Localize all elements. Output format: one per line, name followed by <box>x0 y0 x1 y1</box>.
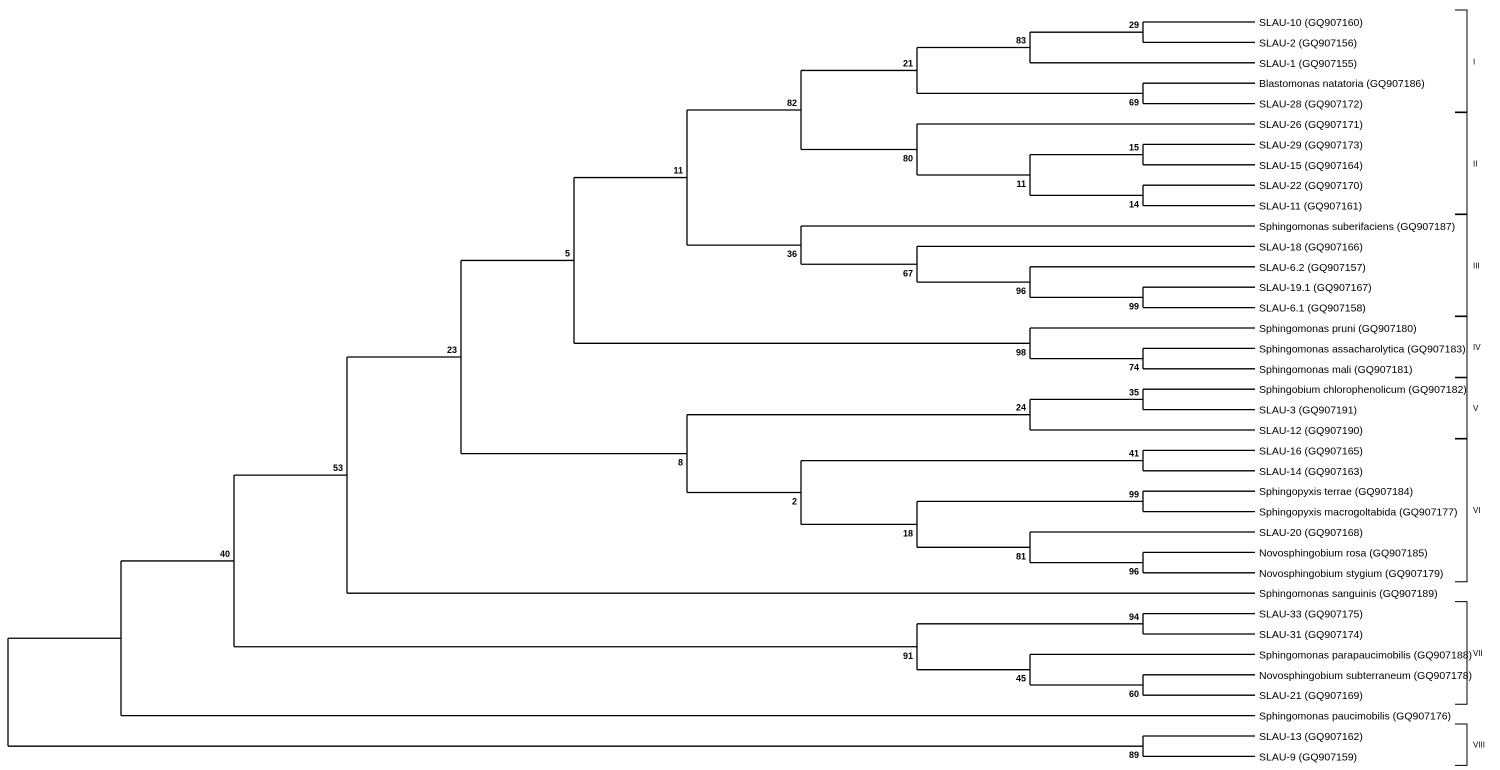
leaf-label: Sphingomonas parapaucimobilis (GQ907188) <box>1259 649 1472 661</box>
leaf-label: Sphingobium chlorophenolicum (GQ907182) <box>1259 384 1467 396</box>
bootstrap-label: 60 <box>1129 689 1139 699</box>
leaf-label: SLAU-14 (GQ907163) <box>1259 466 1363 478</box>
leaf-label: Sphingopyxis terrae (GQ907184) <box>1259 486 1413 498</box>
clade-bracket <box>1455 111 1468 216</box>
leaf-label: SLAU-18 (GQ907166) <box>1259 241 1363 253</box>
bootstrap-label: 15 <box>1129 143 1139 153</box>
leaf-label: SLAU-9 (GQ907159) <box>1259 751 1357 763</box>
leaf-label: SLAU-16 (GQ907165) <box>1259 445 1363 457</box>
leaf-label: SLAU-6.2 (GQ907157) <box>1259 262 1366 274</box>
clade-bracket <box>1455 315 1468 379</box>
clade-bracket <box>1455 723 1468 766</box>
leaf-label: Novosphingobium rosa (GQ907185) <box>1259 547 1428 559</box>
clade-label: IV <box>1473 343 1481 352</box>
bootstrap-label: 29 <box>1129 20 1139 30</box>
leaf-label: SLAU-2 (GQ907156) <box>1259 37 1357 49</box>
leaf-label: SLAU-15 (GQ907164) <box>1259 160 1363 172</box>
bootstrap-label: 98 <box>1016 347 1026 357</box>
leaf-label: SLAU-33 (GQ907175) <box>1259 609 1363 621</box>
leaf-label: Sphingomonas assacharolytica (GQ907183) <box>1259 343 1466 355</box>
leaf-label: SLAU-21 (GQ907169) <box>1259 690 1363 702</box>
leaf-label: Sphingomonas paucimobilis (GQ907176) <box>1259 711 1451 723</box>
leaf-label: SLAU-3 (GQ907191) <box>1259 405 1357 417</box>
bootstrap-label: 99 <box>1129 301 1139 311</box>
leaf-label: SLAU-28 (GQ907172) <box>1259 99 1363 111</box>
bootstrap-label: 41 <box>1129 449 1139 459</box>
clade-label: I <box>1473 57 1475 66</box>
bootstrap-label: 96 <box>1129 567 1139 577</box>
bootstrap-label: 24 <box>1016 403 1026 413</box>
leaf-label: SLAU-29 (GQ907173) <box>1259 139 1363 151</box>
leaf-label: SLAU-26 (GQ907171) <box>1259 119 1363 131</box>
leaf-label: SLAU-1 (GQ907155) <box>1259 58 1357 70</box>
leaf-label: SLAU-11 (GQ907161) <box>1259 201 1362 213</box>
bootstrap-label: 21 <box>903 58 913 68</box>
clade-label: III <box>1473 261 1480 270</box>
bootstrap-label: 45 <box>1016 674 1026 684</box>
bootstrap-label: 82 <box>787 98 797 108</box>
leaf-label: Novosphingobium subterraneum (GQ907178) <box>1259 670 1472 682</box>
clade-bracket <box>1455 376 1468 440</box>
clade-label: II <box>1473 159 1477 168</box>
clade-bracket <box>1455 213 1468 318</box>
leaf-label: Sphingomonas pruni (GQ907180) <box>1259 323 1417 335</box>
clade-label: VII <box>1473 649 1483 658</box>
leaf-label: SLAU-19.1 (GQ907167) <box>1259 282 1372 294</box>
bootstrap-label: 23 <box>447 345 457 355</box>
leaf-label: SLAU-22 (GQ907170) <box>1259 180 1363 192</box>
bootstrap-label: 40 <box>220 549 230 559</box>
leaf-label: Sphingomonas mali (GQ907181) <box>1259 364 1413 376</box>
bootstrap-label: 35 <box>1129 387 1139 397</box>
bootstrap-label: 80 <box>903 154 913 164</box>
bootstrap-label: 94 <box>1129 612 1139 622</box>
leaf-label: Sphingomonas sanguinis (GQ907189) <box>1259 588 1438 600</box>
clade-bracket <box>1455 9 1468 114</box>
bootstrap-label: 11 <box>1016 179 1026 189</box>
bootstrap-label: 81 <box>1016 551 1026 561</box>
bootstrap-label: 5 <box>565 248 570 258</box>
bootstrap-label: 2 <box>792 496 797 506</box>
bootstrap-label: 8 <box>678 458 683 468</box>
leaf-label: SLAU-31 (GQ907174) <box>1259 629 1363 641</box>
bootstrap-label: 11 <box>673 166 683 176</box>
leaf-label: SLAU-12 (GQ907190) <box>1259 425 1363 437</box>
bootstrap-label: 96 <box>1016 286 1026 296</box>
bootstrap-label: 67 <box>903 268 913 278</box>
leaf-label: Blastomonas natatoria (GQ907186) <box>1259 78 1425 90</box>
bootstrap-label: 18 <box>903 528 913 538</box>
leaf-label: Sphingomonas suberifaciens (GQ907187) <box>1259 221 1455 233</box>
bootstrap-label: 99 <box>1129 489 1139 499</box>
bootstrap-label: 89 <box>1129 750 1139 760</box>
bootstrap-label: 36 <box>787 249 797 259</box>
bootstrap-label: 91 <box>903 651 913 661</box>
bootstrap-label: 83 <box>1016 36 1026 46</box>
clade-bracket <box>1455 437 1468 583</box>
bootstrap-label: 14 <box>1129 199 1139 209</box>
leaf-label: Sphingopyxis macrogoltabida (GQ907177) <box>1259 507 1457 519</box>
clade-label: V <box>1473 404 1479 413</box>
clade-label: VIII <box>1473 741 1485 750</box>
bootstrap-label: 74 <box>1129 363 1139 373</box>
clade-label: VI <box>1473 506 1481 515</box>
leaf-label: SLAU-10 (GQ907160) <box>1259 17 1363 29</box>
leaf-label: SLAU-13 (GQ907162) <box>1259 731 1363 743</box>
leaf-label: SLAU-6.1 (GQ907158) <box>1259 303 1366 315</box>
bootstrap-label: 53 <box>333 463 343 473</box>
bootstrap-label: 69 <box>1129 97 1139 107</box>
leaf-label: Novosphingobium stygium (GQ907179) <box>1259 568 1443 580</box>
leaf-label: SLAU-20 (GQ907168) <box>1259 527 1363 539</box>
clade-bracket <box>1455 601 1468 705</box>
